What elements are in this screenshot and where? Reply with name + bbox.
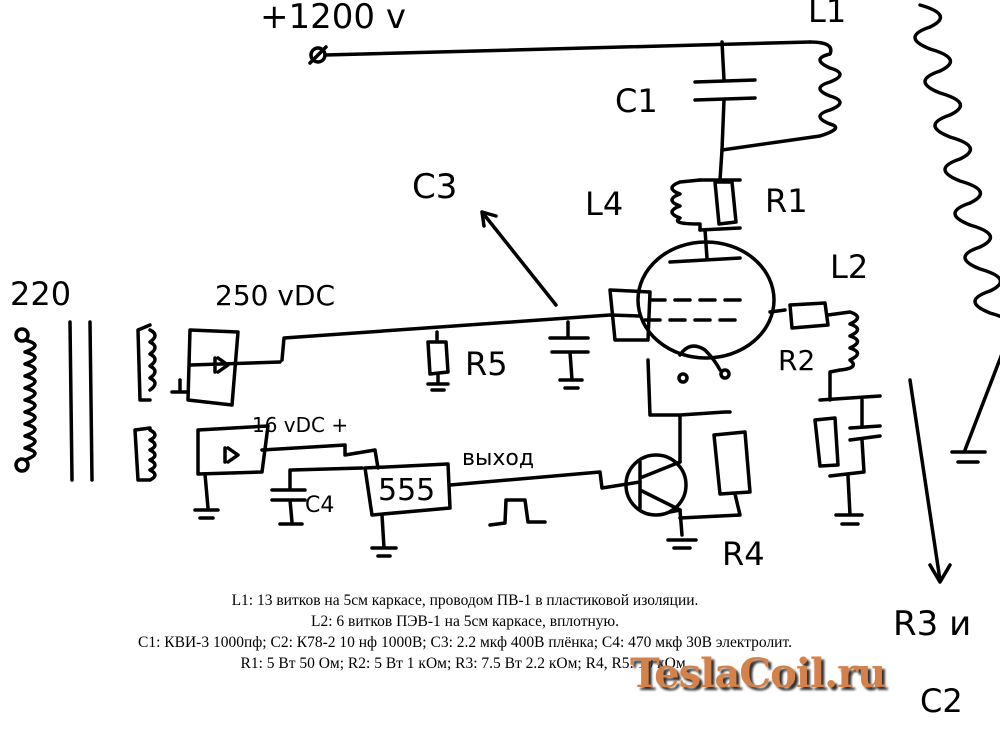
watermark-logo: TeslaCoil.ru [630, 650, 886, 697]
transistor [624, 358, 732, 550]
bus-250v [280, 313, 642, 362]
label-c3: C3 [412, 167, 457, 207]
c3-pointer [480, 210, 558, 307]
label-r3: R3 и [893, 604, 971, 644]
label-hv-supply: +1200 v [260, 0, 406, 37]
component-notes: L1: 13 витков на 5см каркасе, проводом П… [0, 590, 930, 674]
vacuum-tube [636, 240, 776, 384]
capacitor-c1 [693, 40, 757, 182]
square-wave-icon [488, 498, 547, 527]
label-l1: L1 [808, 0, 846, 30]
capacitor-c3 [548, 320, 590, 390]
label-l2: L2 [830, 248, 868, 286]
secondary-coil [908, 3, 1000, 584]
note-l2: L2: 6 витков ПЭВ-1 на 5см каркасе, вплот… [311, 613, 619, 630]
rc-branch-r3-c2 [813, 394, 882, 526]
resistor-r5 [426, 330, 450, 392]
hv-supply-terminal [308, 40, 812, 65]
coil-l4 [670, 178, 702, 232]
note-resistors: R1: 5 Вт 50 Ом; R2: 5 Вт 1 кОм; R3: 7.5 … [240, 655, 690, 672]
label-16vdc: 16 vDC + [252, 413, 348, 437]
label-mains: 220 [10, 275, 71, 313]
label-c1: C1 [615, 82, 658, 120]
coil-l2 [768, 301, 860, 402]
resistor-r4 [678, 430, 752, 520]
label-r5: R5 [465, 345, 508, 383]
label-c2: C2 [920, 682, 963, 720]
label-555: 555 [378, 473, 435, 508]
label-c4: C4 [305, 493, 334, 518]
note-capacitors: C1: КВИ-3 1000пф; C2: К78-2 10 нф 1000В;… [138, 634, 792, 651]
label-250vdc: 250 vDC [215, 279, 335, 312]
resistor-r1 [698, 178, 742, 260]
label-output: выход [462, 446, 534, 471]
label-l4: L4 [585, 185, 623, 223]
label-r1: R1 [765, 182, 808, 220]
label-r4: R4 [722, 535, 765, 573]
rectifier-bridge-250v [136, 323, 282, 407]
note-l1: L1: 13 витков на 5см каркасе, проводом П… [231, 592, 699, 609]
ic-555 [363, 462, 642, 558]
mains-transformer [14, 320, 94, 482]
coil-l1 [720, 40, 842, 152]
grid-resistor [608, 288, 652, 342]
rectifier-bridge-16v [133, 424, 380, 526]
label-r2: R2 [778, 344, 815, 377]
